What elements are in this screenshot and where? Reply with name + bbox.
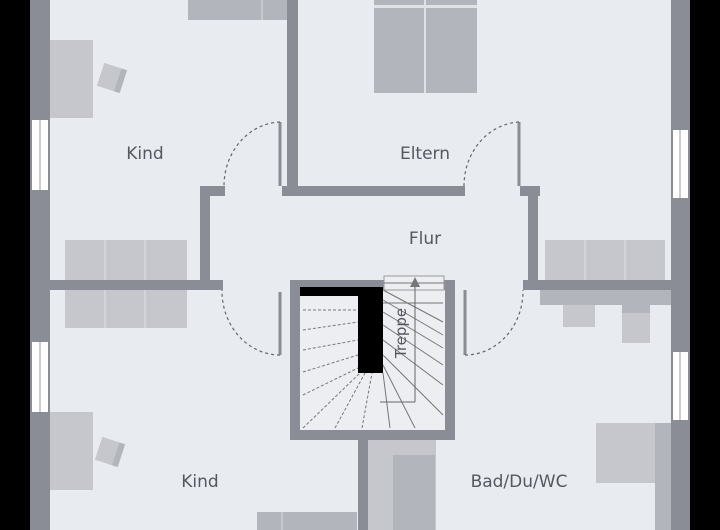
desk-kind-top (50, 40, 128, 118)
window-right-bottom (673, 352, 688, 420)
stair-direction-arrow-icon (380, 277, 420, 403)
bed-eltern (374, 0, 477, 93)
stair-core (300, 287, 383, 296)
room-label-bad: Bad/Du/WC (471, 472, 568, 492)
interior-walls (50, 0, 671, 530)
room-label-flur: Flur (409, 229, 441, 249)
desk-kind-bottom (50, 412, 126, 490)
door-bad (463, 289, 524, 356)
room-label-eltern: Eltern (400, 144, 450, 164)
sink (563, 305, 595, 327)
window-left-top (32, 120, 48, 190)
wardrobe-kind-bottom (65, 290, 187, 328)
bathroom-counter (540, 290, 671, 343)
window-right-top (673, 130, 688, 198)
door-kind-bottom (221, 289, 282, 356)
door-eltern (463, 121, 521, 187)
room-label-kind-bottom: Kind (181, 472, 218, 492)
door-kind-top (223, 121, 282, 187)
toilet (622, 313, 650, 343)
window-left-bottom (32, 342, 48, 412)
wardrobe-kind-top (65, 240, 187, 280)
staircase (290, 275, 455, 440)
wardrobe-bad (545, 240, 665, 280)
door-panel-bad (368, 440, 436, 530)
room-label-treppe: Treppe (392, 308, 410, 359)
bed-kind-top (188, 0, 287, 20)
bed-kind-bottom (257, 512, 357, 530)
room-label-kind-top: Kind (126, 144, 163, 164)
shower (596, 423, 671, 530)
